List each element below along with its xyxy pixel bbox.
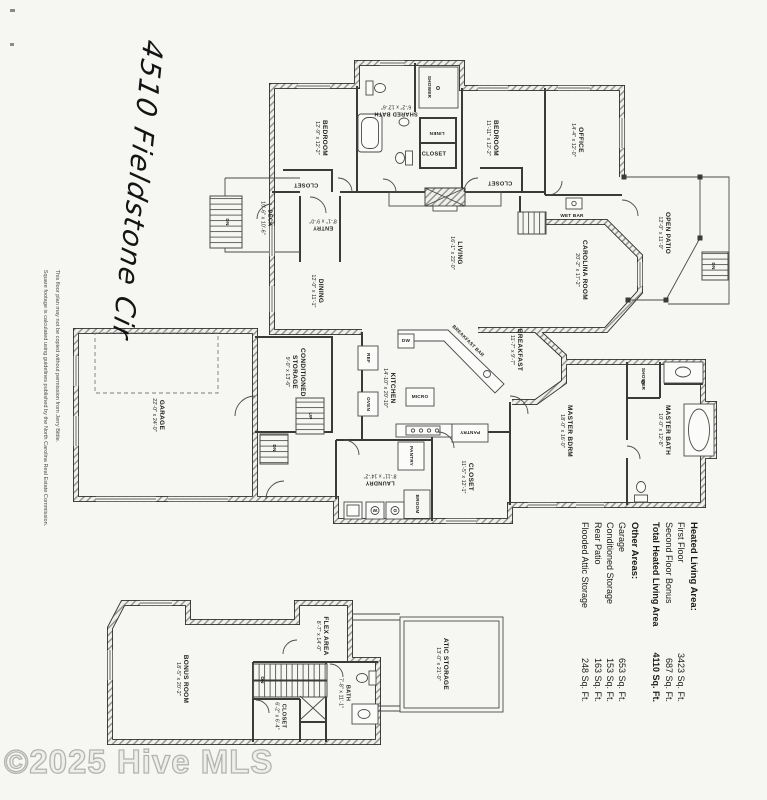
mls-watermark: ©2025 Hive MLS	[3, 742, 274, 780]
label-stairs-up: UP	[307, 412, 313, 420]
label-breakfast-bar: BREAKFAST BAR	[451, 323, 486, 358]
floor1-doors	[234, 177, 641, 500]
label-patio-dn: DN	[710, 262, 716, 270]
room-label-closet-bedroom1: CLOSET	[293, 181, 319, 188]
floor1-fireplace	[388, 187, 502, 212]
scan-artifact	[10, 43, 14, 46]
room-label-shower-1: SHOWER	[426, 75, 432, 99]
floor2-attic-storage	[352, 613, 504, 713]
floor2-doors	[255, 639, 344, 714]
other-areas-header: Other Areas:	[629, 522, 641, 580]
table-gap	[641, 522, 650, 702]
label-washer: W	[372, 507, 378, 513]
windows	[73, 60, 643, 680]
floor1-bath-fixtures	[357, 66, 715, 503]
label-stairs-dn: DN	[271, 444, 277, 452]
label-stairs-dn-2: DN	[259, 676, 265, 684]
label-dryer: D	[393, 507, 397, 513]
floor2-walls	[107, 600, 381, 745]
disclaimer-line-1: Square footage is calculated using guide…	[41, 269, 48, 527]
floor1-kitchen-fixtures	[357, 329, 505, 471]
disclaimer-line-2: This floor plan may not be copied withou…	[53, 269, 60, 443]
label-deck-dn: DN	[224, 218, 230, 226]
floor2-bath-fixtures	[351, 670, 379, 725]
room-label-wet-bar: WET BAR	[560, 213, 584, 219]
label-oven: OVEN	[365, 396, 371, 412]
room-label-linen: LINEN	[429, 130, 445, 136]
label-pantry-2: PANTRY	[460, 429, 480, 435]
label-ref: REF	[365, 353, 371, 363]
room-label-closet-center: CLOSET	[421, 151, 447, 158]
floor1-patio-deck	[209, 174, 730, 305]
room-label-closet-bedroom2: CLOSET	[487, 179, 513, 186]
garage-attic-outline	[94, 332, 219, 394]
label-dw: DW	[401, 338, 411, 344]
floor2-stairs	[252, 663, 328, 721]
scan-artifact	[10, 9, 15, 12]
floor1-laundry-fixtures	[343, 489, 431, 520]
label-pantry-1: PANTRY	[408, 446, 414, 466]
floor1-stairs	[259, 211, 547, 465]
label-micro: MICRO	[411, 394, 429, 400]
heated-area-header: Heated Living Area:	[688, 522, 699, 611]
room-label-master-shower: SHOWER	[640, 367, 646, 391]
label-broom: BROOM	[414, 494, 420, 514]
